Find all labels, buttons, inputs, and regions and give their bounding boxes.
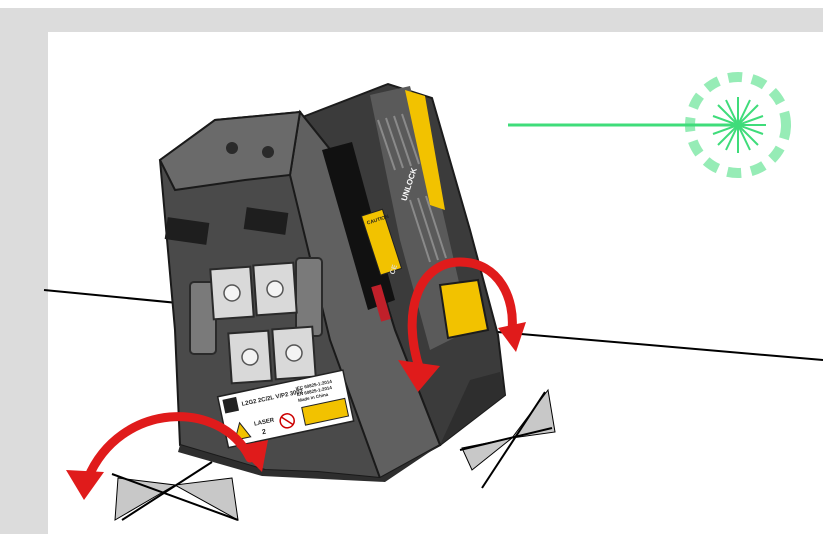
origin-text: Made in China: [298, 392, 329, 403]
laser-target-icon: [685, 72, 791, 178]
ce-mark: CE: [389, 264, 399, 276]
rotate-right-arrow-icon: [398, 257, 526, 392]
tilt-range-icon-right: [459, 388, 556, 489]
safety-label: L2G2 2C/2L V/P2 3002 IEC 60825-1:2014 EN…: [216, 369, 355, 449]
tilt-range-icon: [111, 461, 239, 521]
laser-class-label: LASER: [254, 417, 276, 427]
qr-code-icon: [222, 396, 240, 414]
laser-device: L2G2 2C/2L V/P2 3002 IEC 60825-1:2014 EN…: [158, 82, 507, 482]
laser-class-number: 2: [261, 429, 266, 437]
rotate-left-arrow-icon: [66, 412, 268, 500]
caution-sticker: CAUTION: [360, 208, 403, 276]
